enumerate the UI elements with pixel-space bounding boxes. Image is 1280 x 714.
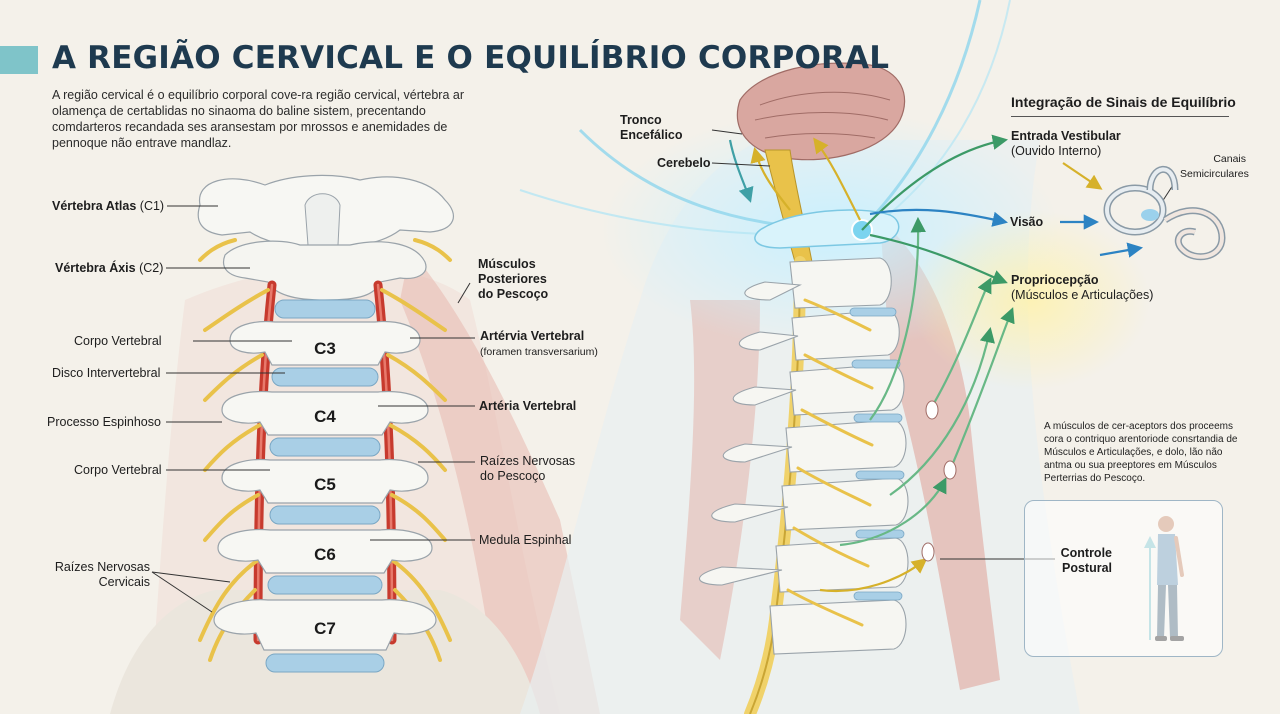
vertebra-c5: C5 <box>221 458 429 504</box>
label-proprio-l2: (Músculos e Articulações) <box>1011 288 1154 302</box>
vertebra-label: C3 <box>314 339 336 358</box>
posterior-neck-muscle <box>400 250 600 714</box>
vertebra-c7: C7 <box>213 599 437 651</box>
label-vestibular-l2: (Ouvido Interno) <box>1011 144 1102 158</box>
label-axis-code: (C2) <box>139 261 164 275</box>
label-raizes-pescoco-l1: Raízes Nervosas <box>480 454 576 468</box>
label-axis: Vértebra Áxis (C2) <box>55 261 163 276</box>
label-controle-l1: Controle <box>1060 546 1112 560</box>
label-cerebelo: Cerebelo <box>657 156 711 170</box>
integration-title-rule <box>1011 116 1229 117</box>
vertebra-c3: C3 <box>229 320 421 366</box>
title-accent-bar <box>0 46 38 74</box>
label-raizes-cervicais-l2: Cervicais <box>98 575 150 589</box>
label-raizes-pescoco-l2: do Pescoço <box>480 469 546 483</box>
label-canais-l2: Semicirculares <box>1180 168 1249 180</box>
label-processo-espinhoso: Processo Espinhoso <box>47 415 161 429</box>
vertebra-label: C5 <box>314 475 336 494</box>
label-arteria-vertebral-2: Artéria Vertebral <box>479 399 577 413</box>
label-propriocepcao: Propriocepção(Músculos e Articulações) <box>1011 273 1153 303</box>
vertebra-c4: C4 <box>221 390 429 436</box>
label-atlas-code: (C1) <box>139 199 165 213</box>
label-foramen: (foramen transversarium) <box>480 346 598 358</box>
intro-paragraph: A região cervical é o equilíbrio corpora… <box>52 88 464 150</box>
label-vestibular-l1: Entrada Vestibular <box>1011 129 1121 143</box>
lateral-discs <box>849 307 905 601</box>
label-axis-name: Vértebra Áxis <box>55 261 136 275</box>
label-raizes-cervicais-l1: Raízes Nervosas <box>54 560 150 574</box>
integration-arrows <box>728 134 1144 285</box>
integration-title: Integração de Sinais de Equilíbrio <box>1011 94 1236 110</box>
label-entrada-vestibular: Entrada Vestibular(Ouvido Interno) <box>1011 129 1121 159</box>
atlas-lateral <box>754 209 900 249</box>
neck-muscle-left <box>680 300 760 660</box>
lateral-nerves <box>786 298 874 627</box>
label-disco-intervertebral: Disco Intervertebral <box>52 366 161 380</box>
label-atlas: Vértebra Atlas (C1) <box>52 199 164 214</box>
leader-lines-left <box>151 205 475 613</box>
label-musculos-l3: do Pescoço <box>478 287 549 301</box>
vertebra-label: C4 <box>314 407 336 426</box>
label-canais-l1: Canais <box>1213 153 1246 165</box>
label-controle-l2: Postural <box>1061 561 1112 575</box>
label-atlas-name: Vértebra Atlas <box>52 199 137 213</box>
proprioceptive-signals <box>819 216 1015 592</box>
atlas-vertebra <box>197 174 455 247</box>
label-tronco-l1: Tronco <box>620 113 662 127</box>
vertebra-label: C7 <box>314 619 336 638</box>
vertebra-label: C6 <box>314 545 336 564</box>
receptor-nodes <box>921 400 957 562</box>
proprioceptor-note: A músculos de cer-aceptors dos proceems … <box>1044 421 1238 484</box>
label-medula-espinhal: Medula Espinhal <box>479 533 572 547</box>
label-corpo-vertebral-1: Corpo Vertebral <box>74 334 162 348</box>
label-musculos-l2: Posteriores <box>478 272 547 286</box>
lateral-vertebral-column <box>699 257 909 655</box>
ear-inner-icon <box>1103 165 1226 261</box>
label-arteria-vertebral-1: Artérvia Vertebral <box>480 329 585 343</box>
label-musculos-l1: Músculos <box>478 257 536 271</box>
label-proprio-l1: Propriocepção <box>1011 273 1099 287</box>
label-tronco-l2: Encefálico <box>620 128 683 142</box>
label-corpo-vertebral-2: Corpo Vertebral <box>74 463 162 477</box>
postural-control-panel <box>1024 500 1223 657</box>
page-title: A REGIÃO CERVICAL E O EQUILÍBRIO CORPORA… <box>52 40 890 76</box>
label-visao: Visão <box>1010 215 1044 229</box>
